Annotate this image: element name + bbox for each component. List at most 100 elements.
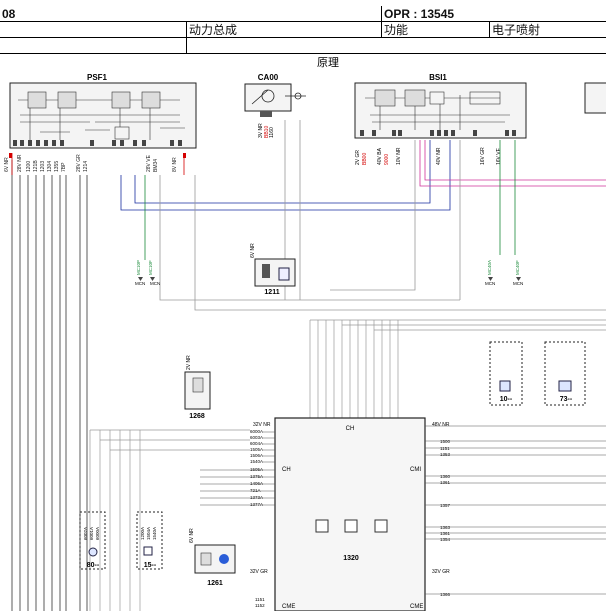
- mc-bottom-2: MCN: [485, 281, 495, 286]
- 1320-lw-3: 1505A: [250, 447, 263, 452]
- component-15: 15-- 1200A 1504A 1540A: [136, 511, 163, 570]
- 1320-lw-11: 1377A: [250, 502, 263, 507]
- 80-label: 80--: [87, 562, 100, 569]
- component-bsi1: BSI1: [354, 73, 527, 139]
- bsi1-left-conn: 2V GR: [355, 150, 361, 165]
- header-row-3: [0, 38, 606, 54]
- doc-code: 08: [2, 7, 16, 21]
- ca00-box: [244, 83, 292, 112]
- function-value: 电子喷射: [489, 22, 606, 37]
- mc-label-2: MC40A: [487, 260, 492, 275]
- bsi1-left2-wire: 9000: [384, 154, 390, 165]
- component-10: 10--: [489, 341, 523, 406]
- ca00-wire-0: BB10: [264, 126, 270, 138]
- 1320-left-bottom-conn: 32V GR: [250, 569, 268, 575]
- mc-label-0: MC10P: [136, 260, 141, 275]
- psf1-pin-0: 6V NR: [4, 157, 10, 172]
- component-psf1: PSF1: [9, 73, 197, 149]
- ca00-conn: 3V NR: [258, 123, 264, 138]
- 1320-lw-9: 721A: [250, 488, 261, 493]
- 1320-rw-7: 1361: [440, 531, 451, 536]
- 1320-right-label: CMI: [410, 467, 421, 473]
- bsi1-left2-conn: 40V BA: [377, 147, 383, 165]
- 1320-lw-10: 1373A: [250, 495, 263, 500]
- component-80: 80-- 6002A 6001A 6000A: [79, 511, 106, 570]
- 10-box: [489, 341, 523, 406]
- mc-bottom-1: MCN: [150, 281, 160, 286]
- bsi1-right2-conn: 16V VE: [496, 147, 502, 165]
- 1320-rw-8: 1354: [440, 537, 451, 542]
- 1320-side-wires: [200, 425, 606, 595]
- 1320-label: 1320: [343, 555, 359, 562]
- 1320-bw-1: 1152: [255, 603, 265, 608]
- 1320-top-conn: 32V NR: [253, 422, 271, 428]
- 80-wire-0: 6002A: [83, 527, 88, 540]
- 73-box: [544, 341, 586, 406]
- 15-box: [136, 511, 163, 570]
- 1320-lw-6: 1505A: [250, 467, 263, 472]
- 15-wire-1: 1504A: [146, 527, 151, 540]
- 1320-lw-2: 6004A: [250, 441, 263, 446]
- 1211-conn: 6V NR: [250, 243, 256, 258]
- 15-wire-2: 1540A: [152, 527, 157, 540]
- header-blank-cell-3: [186, 38, 606, 53]
- 73-label: 73--: [560, 396, 573, 403]
- 1320-lw-7: 1375A: [250, 474, 263, 479]
- mc-bottom-3: MCN: [513, 281, 523, 286]
- 1320-rw-3: 1360: [440, 474, 451, 479]
- diagram-title: 原理: [317, 56, 339, 69]
- bsi1-mid-conn: 10V NR: [396, 147, 402, 165]
- bsi1-pin-labels: 2V GR BB00 40V BA 9000 10V NR 40V NR 16V…: [355, 147, 502, 165]
- 1320-rw-6: 1363: [440, 525, 451, 530]
- 1320-lw-8: 1406A: [250, 481, 263, 486]
- component-ca00: CA00 3V NR BB10 1160: [244, 73, 306, 138]
- 1320-bottom-left-label: CME: [282, 604, 295, 610]
- 1320-bottom-right-label: CME: [410, 604, 423, 610]
- header-row-1: 08 OPR : 13545: [0, 6, 606, 22]
- psf1-label: PSF1: [87, 73, 108, 82]
- bsi1-right-conn: 16V GR: [480, 147, 486, 165]
- 1261-conn: 6V NR: [189, 528, 195, 543]
- 1320-top-right-conn: 48V NR: [432, 422, 450, 428]
- 1320-rw-9: 1366: [440, 592, 451, 597]
- psf1-right-wire: 1214: [83, 161, 89, 172]
- mid-wires: [89, 319, 606, 611]
- 1211-label: 1211: [264, 289, 279, 296]
- psf1-right-conn: 28V GR: [76, 154, 82, 172]
- mc-label-3: MC40F: [515, 260, 520, 275]
- component-1320: CH CH CMI CME CME 1320 32V NR 48V NR 32V…: [250, 417, 450, 611]
- ca00-label: CA00: [258, 73, 279, 82]
- opr-number: OPR : 13545: [381, 6, 606, 21]
- component-1261: 1261 6V NR: [189, 528, 236, 587]
- ca00-wire-1: 1160: [269, 127, 275, 138]
- function-label: 功能: [381, 22, 489, 37]
- 1320-bw-0: 1151: [255, 597, 265, 602]
- 1320-lw-5: 1540A: [250, 459, 263, 464]
- psf1-right3-conn: 8V NR: [172, 157, 178, 172]
- header-row-2: 动力总成 功能 电子喷射: [0, 22, 606, 38]
- component-1211: 1211 6V NR: [250, 243, 296, 296]
- 1320-wire-labels: 6000A 6003A 6004A 1505A 1506A 1540A 1505…: [250, 429, 451, 608]
- 1320-top-label: CH: [346, 426, 355, 432]
- 1320-symbol-3: [374, 519, 388, 533]
- mc-label-1: MC10F: [148, 260, 153, 275]
- 1320-left-label: CH: [282, 467, 291, 473]
- psf1-pin-6: 1355: [54, 161, 60, 172]
- psf1-pin-2: 1200: [26, 161, 32, 172]
- psf1-pin-1: 28V NR: [17, 154, 23, 172]
- 1268-label: 1268: [189, 413, 205, 420]
- 1320-box: [274, 417, 426, 611]
- 15-wire-0: 1200A: [140, 527, 145, 540]
- 80-wire-2: 6000A: [95, 527, 100, 540]
- psf1-pin-5: 1304: [47, 161, 53, 172]
- 1320-lw-1: 6003A: [250, 435, 263, 440]
- 1320-rw-1: 1151: [440, 446, 450, 451]
- bsi1-left-wire: BB00: [362, 153, 368, 165]
- psf1-right2-conn: 28V VE: [146, 154, 152, 172]
- psf1-pin-labels: 6V NR 28V NR 1200 121B 1203 1304 1355 7B…: [4, 154, 178, 172]
- 1261-label: 1261: [207, 580, 223, 587]
- component-73: 73--: [544, 341, 586, 406]
- 80-wire-1: 6001A: [89, 527, 94, 540]
- component-1268: 1268 2V NR: [184, 355, 211, 420]
